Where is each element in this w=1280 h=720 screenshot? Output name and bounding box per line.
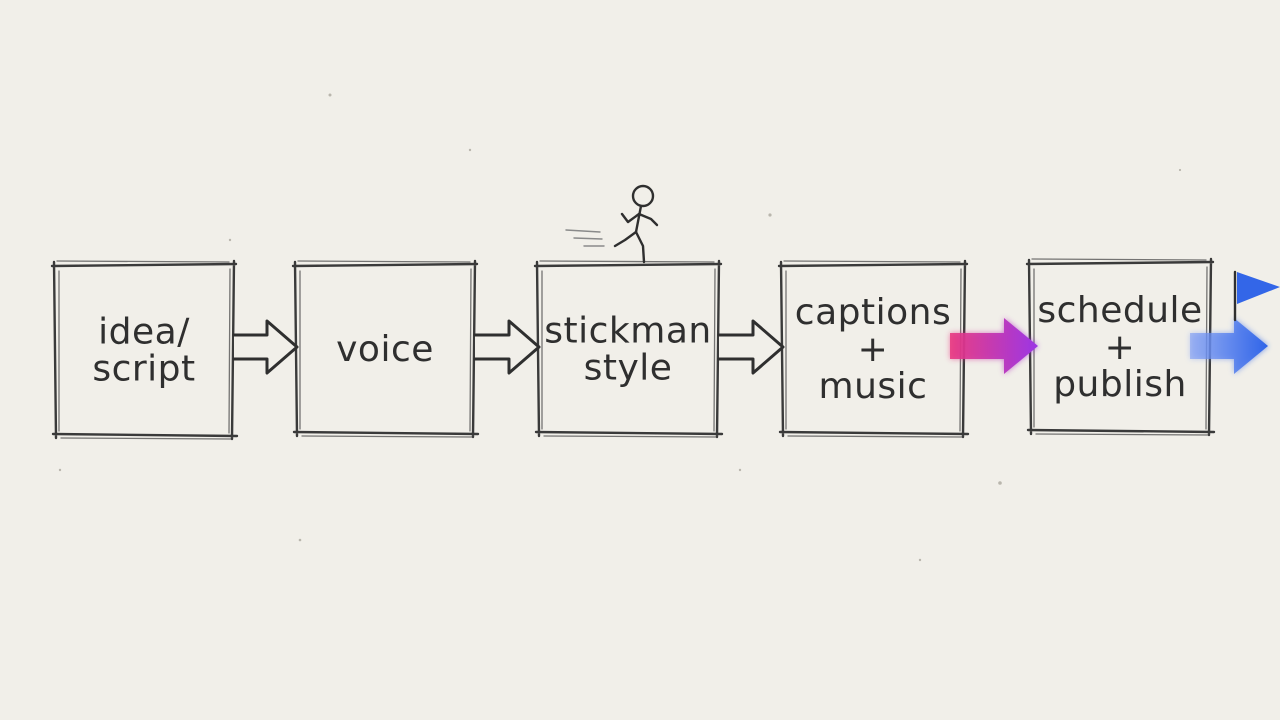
step-label-line: voice: [336, 329, 434, 370]
step-label-line: publish: [1053, 364, 1187, 405]
highlight-arrow: [950, 318, 1038, 374]
running-stickman-icon: [565, 184, 659, 264]
step-label-line: schedule: [1037, 290, 1202, 331]
step-label: voice: [336, 329, 434, 370]
flow-arrow: [717, 319, 785, 375]
step-label-line: +: [1105, 327, 1136, 368]
step-label: idea/script: [92, 312, 195, 390]
flag-icon: [1233, 270, 1280, 322]
step-box: [291, 259, 480, 439]
step-label: captions+music: [795, 292, 951, 407]
step-label-line: +: [858, 329, 889, 370]
step-label-line: script: [92, 349, 195, 390]
step-label-line: style: [584, 348, 673, 389]
step-label-line: captions: [795, 292, 951, 333]
step-label: schedule+publish: [1037, 290, 1202, 405]
step-label-line: stickman: [544, 311, 711, 352]
step-label-line: music: [819, 366, 928, 407]
flow-arrow: [473, 319, 541, 375]
step-box: [533, 259, 724, 439]
step-label-line: idea/: [98, 312, 190, 353]
highlight-arrow: [1190, 318, 1268, 374]
step-box: [50, 259, 239, 441]
paper-texture: [58, 93, 1182, 562]
flow-arrow: [232, 319, 299, 375]
